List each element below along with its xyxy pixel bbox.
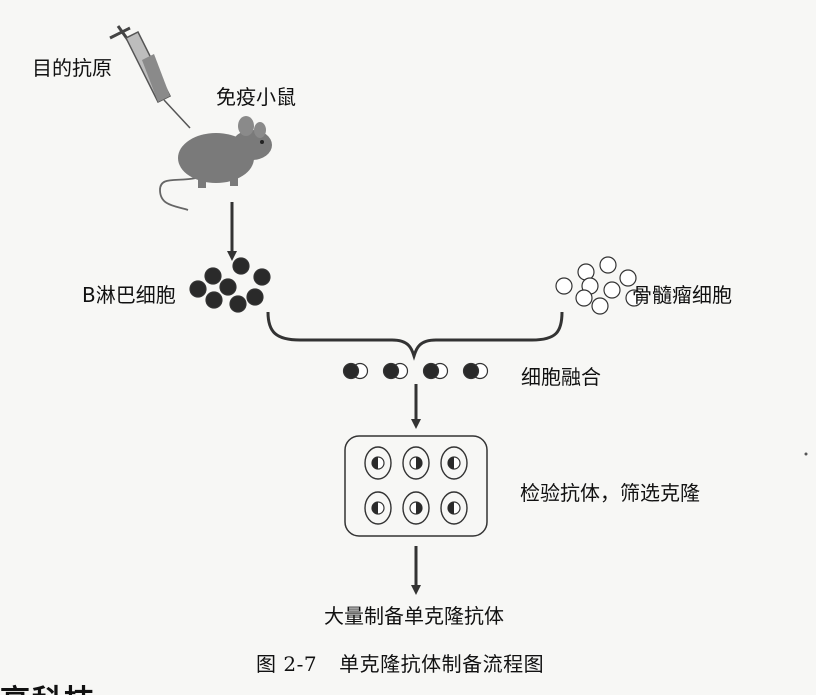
b-cell (204, 267, 222, 285)
well-cell-dark (448, 502, 454, 514)
fused-cell-pair (342, 362, 369, 380)
mouse-icon (159, 116, 272, 211)
fused-cell-pair (422, 362, 449, 380)
b-cell (246, 288, 264, 306)
well-cell-dark (372, 502, 378, 514)
fused-cell-row (342, 362, 489, 380)
label-myeloma: 骨髓瘤细胞 (632, 283, 732, 307)
caption-number: 图 2-7 (256, 652, 318, 676)
myeloma-cell (591, 297, 609, 315)
fused-cell-pair (382, 362, 409, 380)
label-fusion: 细胞融合 (521, 365, 601, 389)
plate-wells (364, 446, 468, 525)
well-cell-dark (448, 457, 454, 469)
plate-well (440, 446, 468, 480)
label-output: 大量制备单克隆抗体 (324, 604, 504, 628)
myeloma-cell (625, 289, 643, 307)
myeloma-cell (555, 277, 573, 295)
fusion-bracket (266, 311, 564, 361)
well-ring (364, 491, 392, 525)
b-cell (253, 268, 271, 286)
plate-well (364, 446, 392, 480)
well-ring (364, 446, 392, 480)
well-ring (402, 491, 430, 525)
caption-title: 单克隆抗体制备流程图 (339, 652, 545, 676)
label-b-cell: B淋巴细胞 (82, 283, 176, 307)
fused-dark-half (422, 362, 440, 380)
label-antigen: 目的抗原 (32, 56, 112, 80)
b-cell (205, 291, 223, 309)
stray-dot (804, 452, 808, 456)
page-fragment-text: 高科技 (0, 680, 120, 695)
well-ring (402, 446, 430, 480)
fused-dark-half (382, 362, 400, 380)
page-fragment: 高科技 (0, 680, 120, 695)
plate-well (402, 446, 430, 480)
plate-well (440, 491, 468, 525)
b-cell-cluster (189, 257, 271, 313)
fused-dark-half (462, 362, 480, 380)
plate-well (364, 491, 392, 525)
figure-caption: 图 2-7 单克隆抗体制备流程图 (256, 652, 544, 676)
well-ring (440, 491, 468, 525)
label-screen: 检验抗体，筛选克隆 (520, 481, 700, 505)
b-cell (232, 257, 250, 275)
syringe-icon (109, 25, 191, 129)
label-mouse: 免疫小鼠 (216, 85, 296, 109)
myeloma-cell-cluster (555, 256, 643, 315)
myeloma-cell (603, 281, 621, 299)
well-cell-dark (416, 457, 422, 469)
plate-well (402, 491, 430, 525)
myeloma-cell (599, 256, 617, 274)
well-cell-dark (416, 502, 422, 514)
culture-plate (344, 435, 488, 537)
b-cell (189, 280, 207, 298)
fused-cell-pair (462, 362, 489, 380)
well-ring (440, 446, 468, 480)
b-cell (219, 278, 237, 296)
myeloma-cell (619, 269, 637, 287)
fused-dark-half (342, 362, 360, 380)
b-cell (229, 295, 247, 313)
well-cell-dark (372, 457, 378, 469)
myeloma-cell (575, 289, 593, 307)
